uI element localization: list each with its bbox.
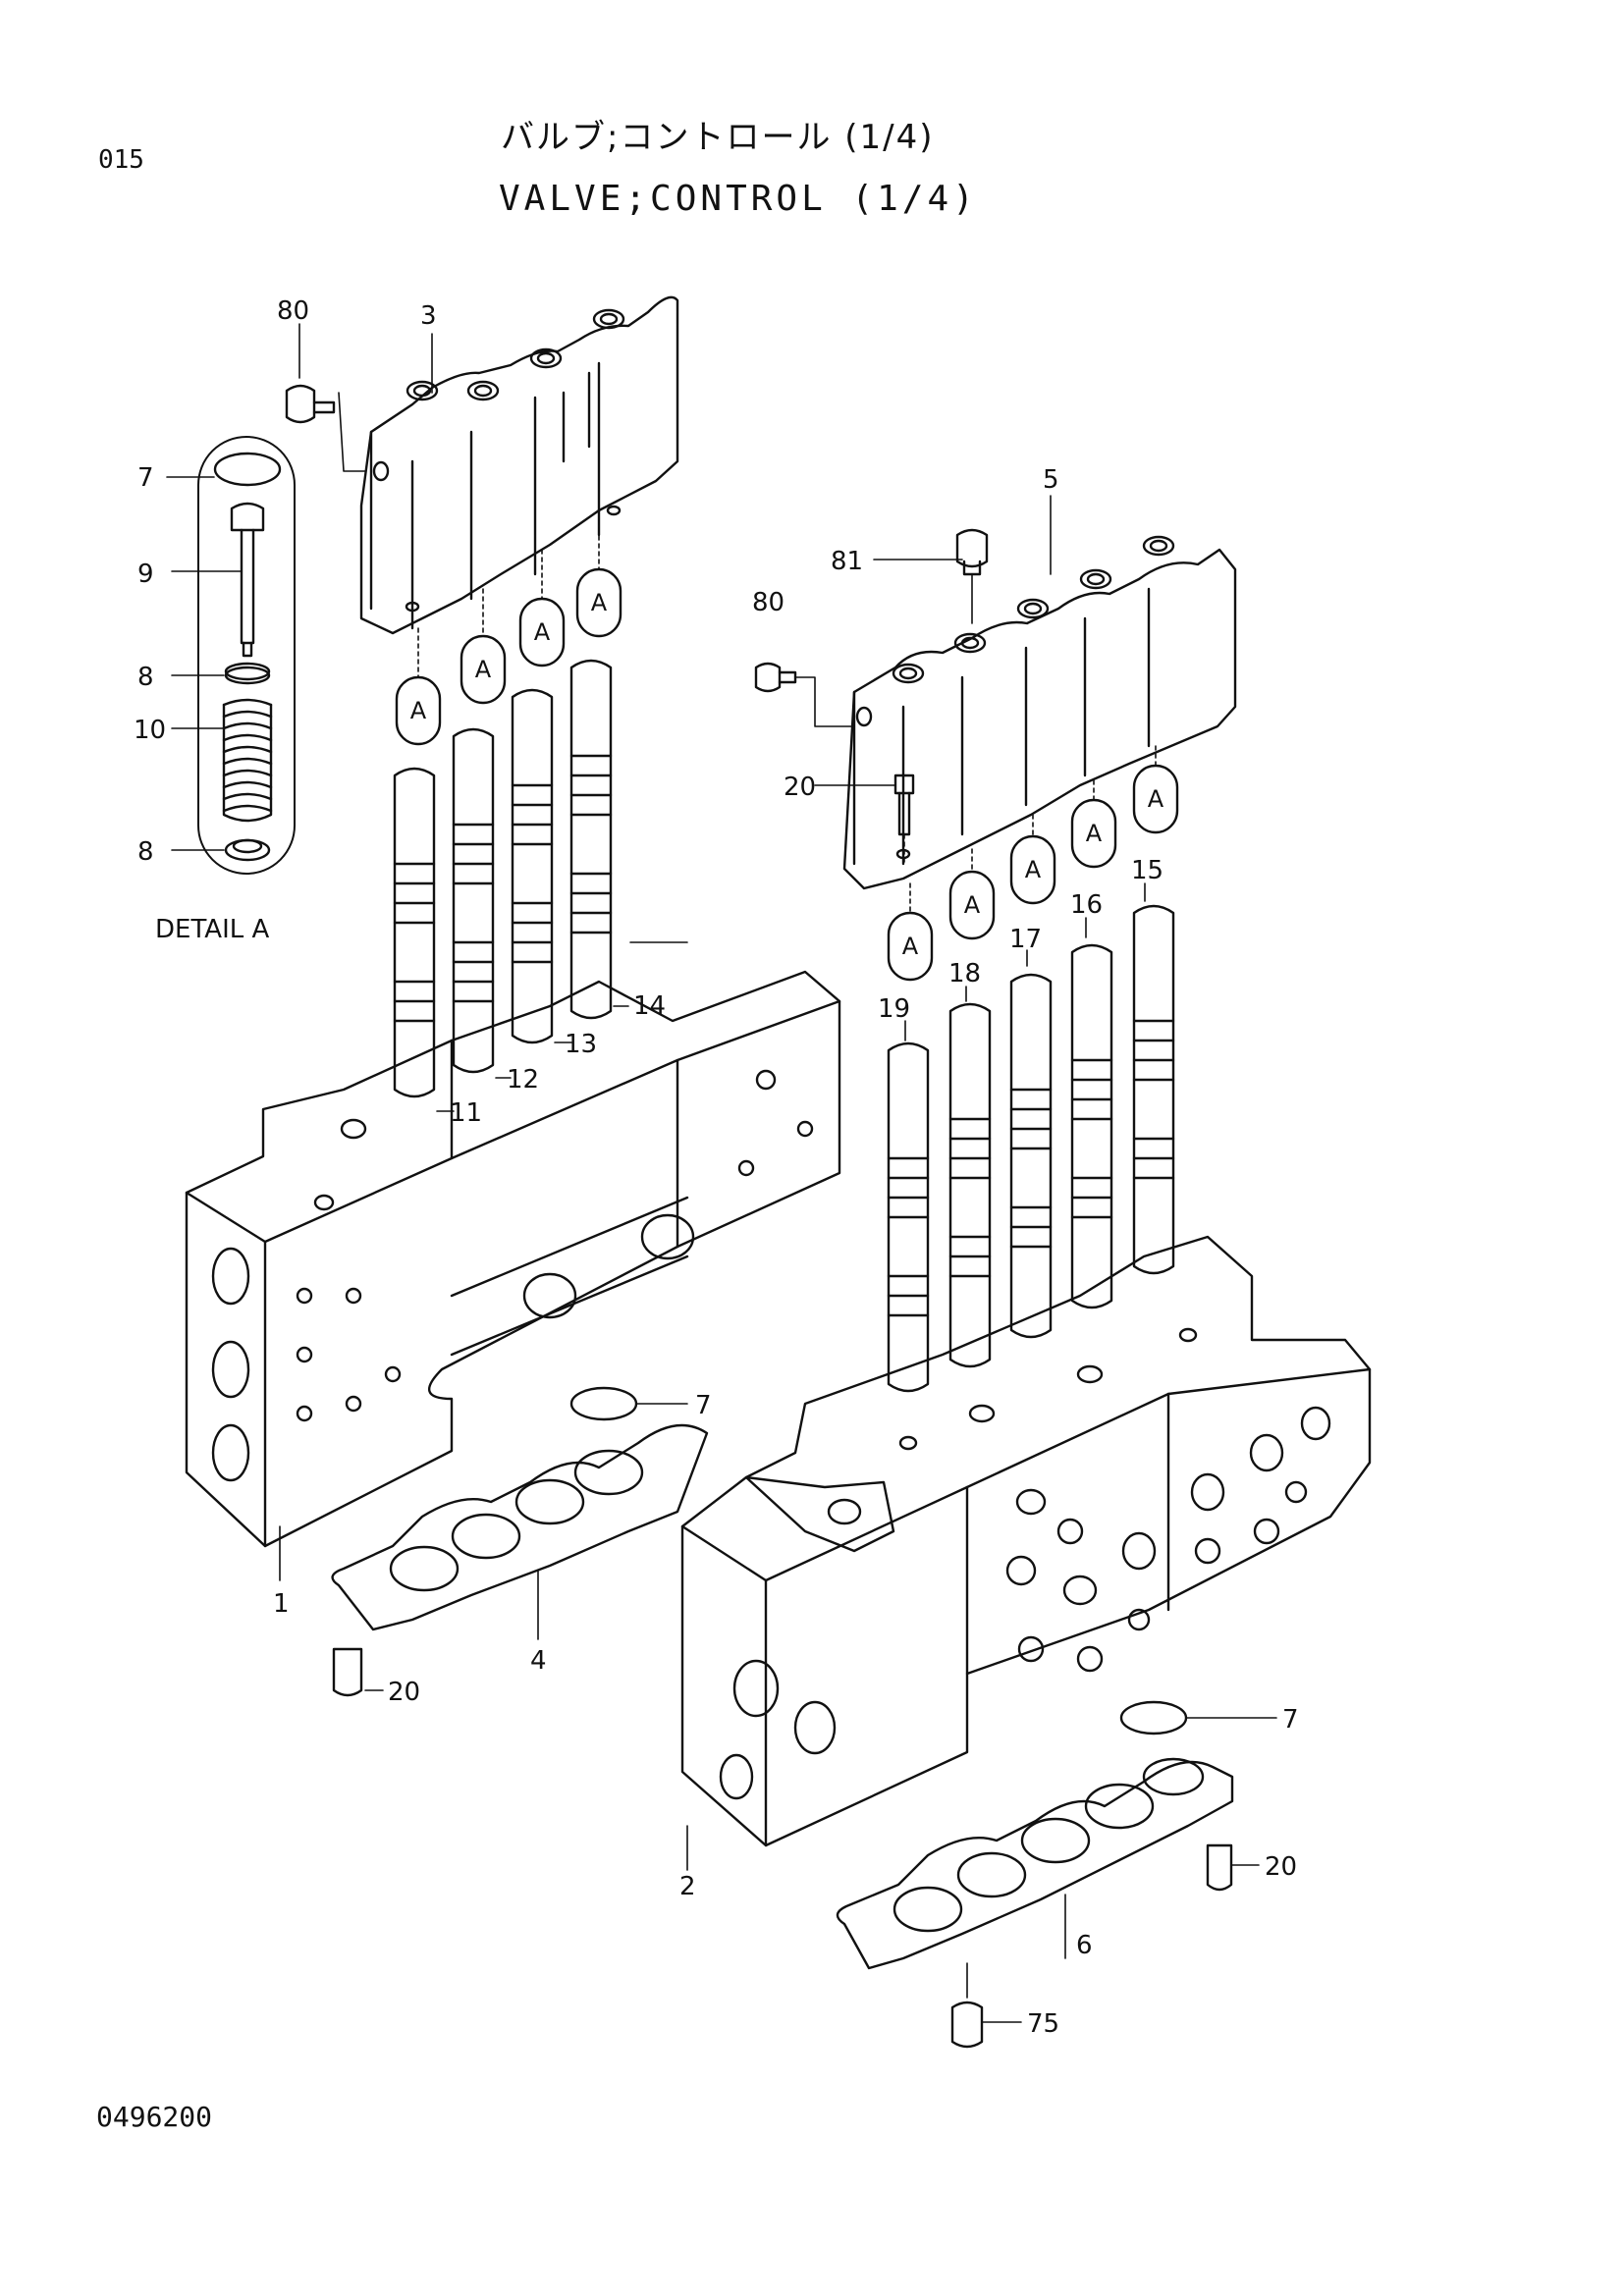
callout-15: 15 (1131, 856, 1163, 885)
callout-13: 13 (565, 1030, 597, 1059)
callout-3: 3 (420, 301, 437, 331)
valve-body-1 (185, 970, 841, 1581)
callout-17: 17 (1009, 925, 1042, 954)
a-marker-label: A (1148, 785, 1164, 813)
callout-2: 2 (679, 1872, 696, 1901)
a-marker-label: A (902, 933, 919, 960)
a-marker-label: A (1025, 856, 1042, 883)
callout-7: 7 (137, 463, 154, 493)
a-markers-right (887, 745, 1179, 982)
gasket-4 (331, 1423, 709, 1631)
oring-7-right (1119, 1700, 1188, 1735)
title-japanese: バルブ;コントロール (1/4) (501, 118, 935, 157)
callout-10: 10 (134, 716, 166, 745)
a-marker-label: A (1086, 820, 1103, 847)
detail-a-label: DETAIL A (155, 915, 270, 944)
callout-81: 81 (831, 547, 863, 576)
a-marker-label: A (591, 589, 608, 616)
callout-20: 20 (784, 773, 816, 802)
a-marker-label: A (534, 618, 551, 646)
oring-7-lower-left (569, 1386, 638, 1421)
callout-20: 20 (388, 1678, 420, 1707)
callout-6: 6 (1076, 1931, 1093, 1960)
callout-80: 80 (277, 296, 309, 326)
gasket-6 (836, 1757, 1234, 1970)
callout-1: 1 (273, 1589, 290, 1619)
bolt-80-right (754, 662, 855, 727)
title-english: VALVE;CONTROL (1/4) (499, 179, 978, 219)
page-number: 015 (98, 145, 144, 175)
detail-a-leaders (166, 476, 243, 851)
callout-4: 4 (530, 1646, 547, 1676)
spools-right (887, 904, 1175, 1393)
callout-19: 19 (878, 994, 910, 1024)
valve-body-2 (680, 1235, 1372, 1871)
callout-20: 20 (1265, 1852, 1297, 1882)
bolt-81 (955, 528, 989, 624)
a-marker-label: A (475, 656, 492, 683)
bolt-80-left (285, 323, 366, 472)
callout-16: 16 (1070, 890, 1103, 920)
callout-9: 9 (137, 560, 154, 589)
a-markers-left (395, 519, 622, 746)
drawing-number: 0496200 (96, 2101, 213, 2133)
callout-18: 18 (948, 959, 981, 988)
callout-7: 7 (1282, 1705, 1299, 1735)
callout-11: 11 (450, 1098, 482, 1128)
callout-12: 12 (507, 1065, 539, 1095)
bolt-20-cover (893, 774, 915, 865)
a-marker-label: A (410, 697, 427, 724)
callout-7: 7 (695, 1391, 712, 1420)
spools-left (393, 659, 613, 1098)
callout-8: 8 (137, 663, 154, 692)
callout-75: 75 (1027, 2009, 1059, 2039)
callout-8: 8 (137, 837, 154, 867)
detail-a-group (197, 436, 296, 875)
callout-5: 5 (1043, 465, 1059, 495)
cover-part-5 (842, 535, 1237, 890)
callout-14: 14 (633, 991, 666, 1021)
a-marker-label: A (964, 891, 981, 919)
callout-80: 80 (752, 588, 784, 617)
leader-lines (431, 333, 1146, 1112)
cover-part-3 (359, 295, 679, 635)
